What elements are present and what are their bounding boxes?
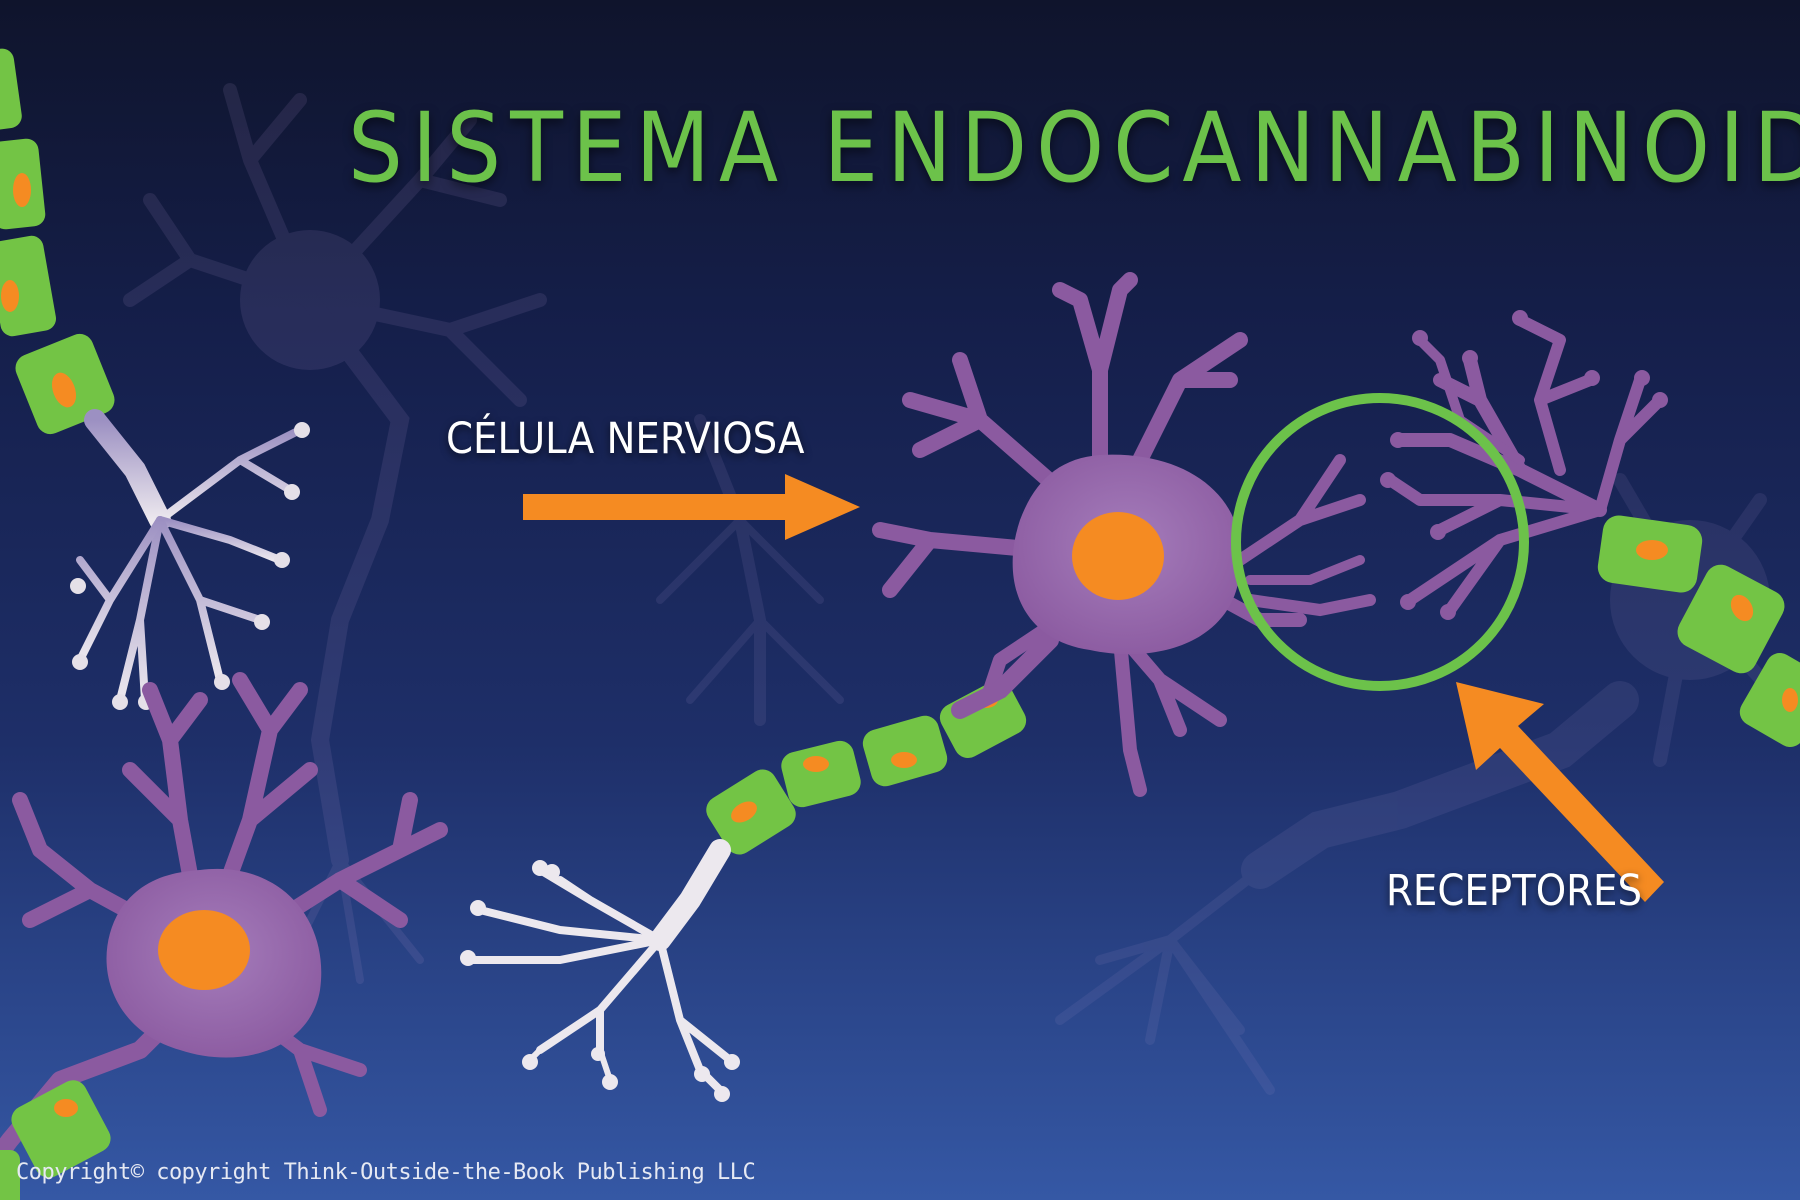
nerve-cell-label: CÉLULA NERVIOSA — [446, 414, 805, 464]
neuron-right — [1234, 310, 1800, 748]
terminal-bulbs-middle — [460, 860, 740, 1102]
neuron-center — [872, 272, 1307, 797]
middle-axon — [460, 680, 1027, 1102]
receptors-arrow — [1456, 682, 1664, 902]
axon-terminal-left — [76, 409, 304, 704]
receptors-label: RECEPTORES — [1386, 866, 1643, 916]
myelin-segment — [0, 48, 22, 132]
myelin-segment — [11, 1080, 111, 1178]
nerve-cell-arrow — [523, 474, 860, 540]
myelin-segment — [939, 680, 1027, 758]
terminal-bulbs-left — [70, 422, 310, 710]
top-left-axon — [0, 48, 310, 710]
right-dendrite-bulbs — [1380, 310, 1668, 620]
myelin-segment — [1597, 515, 1703, 593]
neuron-bottom-left — [0, 672, 448, 1200]
copyright-notice: Copyright© copyright Think-Outside-the-B… — [16, 1160, 756, 1185]
background-neuron-faint-1 — [123, 83, 547, 984]
myelin-segment — [781, 740, 861, 808]
myelin-segment — [0, 1150, 20, 1200]
myelin-segment — [15, 333, 115, 435]
receptor-ring — [1231, 393, 1529, 691]
myelin-segment — [862, 715, 948, 787]
myelin-segment — [1739, 652, 1800, 748]
nucleus — [1072, 512, 1164, 600]
myelin-segment — [0, 138, 46, 230]
myelin-segment — [706, 769, 796, 855]
page-title: SISTEMA ENDOCANNABINOIDE — [348, 92, 1800, 204]
background-neuron-faint-3 — [656, 414, 844, 726]
myelin-segment — [0, 235, 57, 337]
nucleus — [158, 910, 250, 990]
myelin-segment — [1677, 564, 1785, 674]
